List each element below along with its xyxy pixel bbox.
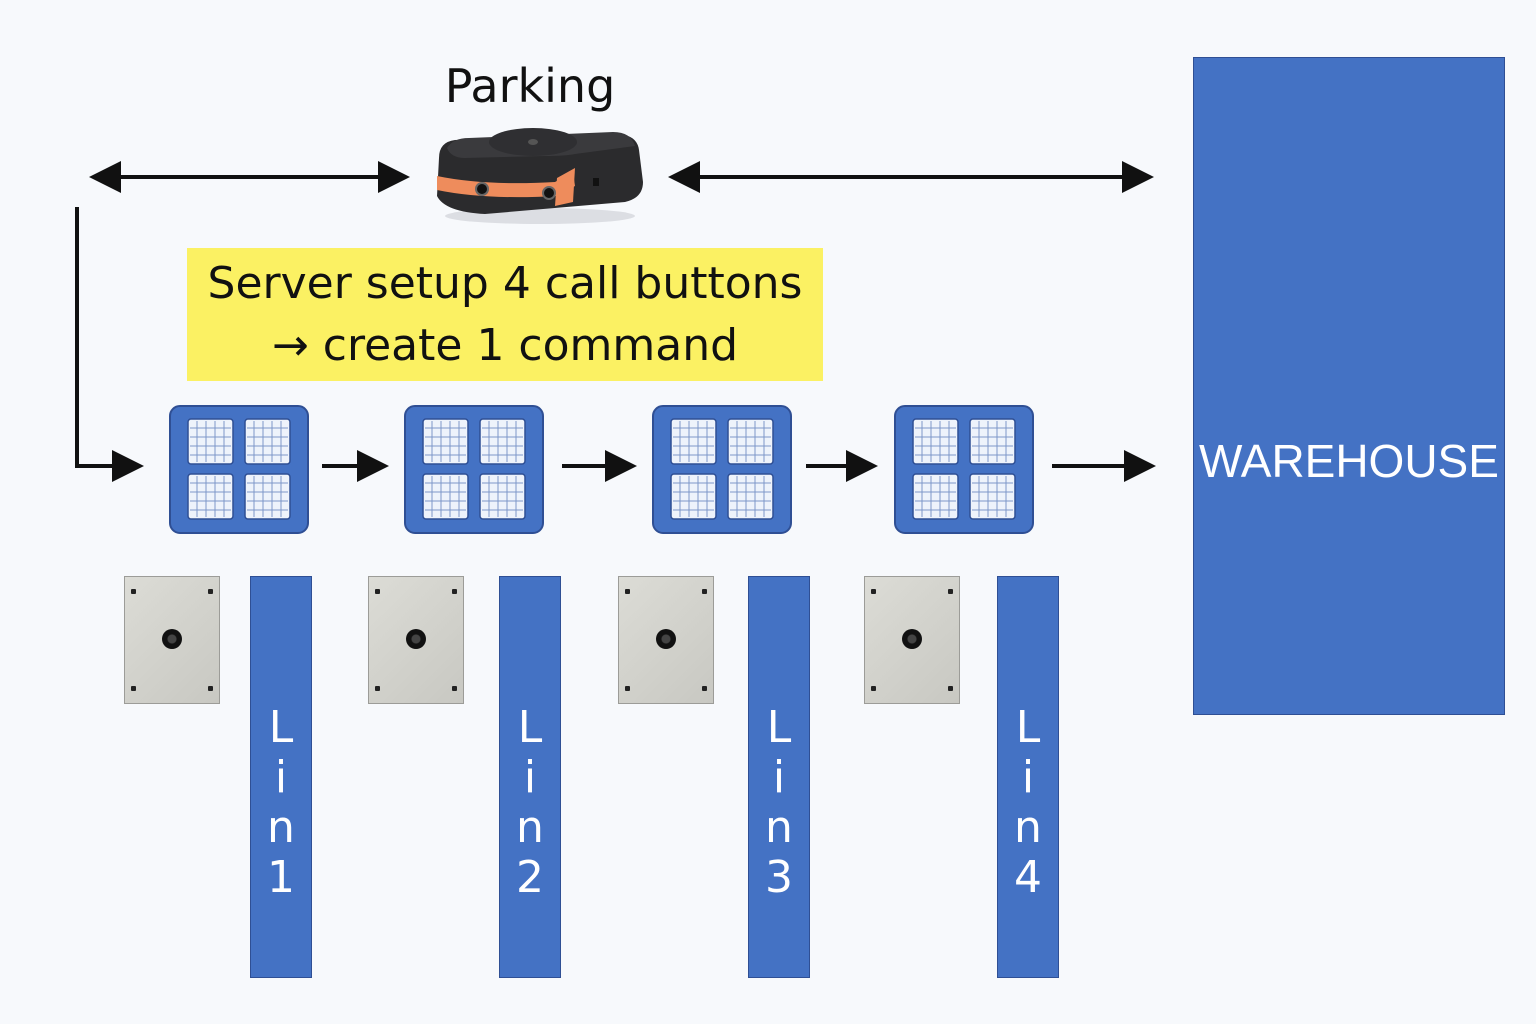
line-1-char: i [274,752,288,803]
call-button-4[interactable] [864,576,960,704]
robot-icon [437,128,643,224]
parking-label: Parking [444,59,616,113]
line-2-char: L [517,702,543,753]
line-1-char: L [268,702,294,753]
line-2-char: 2 [516,852,544,903]
call-button-1[interactable] [124,576,220,704]
line-4: L i n 4 [997,576,1059,978]
line-2-char: i [523,752,537,803]
call-button-1-push-icon[interactable] [162,629,182,649]
call-button-3-push-icon[interactable] [656,629,676,649]
call-button-3[interactable] [618,576,714,704]
call-button-2-push-icon[interactable] [406,629,426,649]
line-3-char: i [772,752,786,803]
call-button-2[interactable] [368,576,464,704]
station-icon-3 [652,405,792,534]
line-2-label: L i n 2 [500,703,560,903]
station-icon-4 [894,405,1034,534]
line-1-char: n [267,802,295,853]
line-4-char: L [1015,702,1041,753]
line-4-char: 4 [1014,852,1042,903]
line-1: L i n 1 [250,576,312,978]
note-line-1: Server setup 4 call buttons [207,257,803,309]
note-line-2: → create 1 command [271,319,739,371]
line-2-char: n [516,802,544,853]
warehouse-label: WAREHOUSE [1199,435,1499,487]
line-3: L i n 3 [748,576,810,978]
line-3-label: L i n 3 [749,703,809,903]
line-2: L i n 2 [499,576,561,978]
line-4-label: L i n 4 [998,703,1058,903]
note-box: Server setup 4 call buttons → create 1 c… [187,248,823,381]
line-3-char: 3 [765,852,793,903]
line-4-char: n [1014,802,1042,853]
call-button-4-push-icon[interactable] [902,629,922,649]
line-4-char: i [1021,752,1035,803]
station-icon-2 [404,405,544,534]
line-3-char: n [765,802,793,853]
arrow-return-to-station-1 [75,207,144,482]
line-3-char: L [766,702,792,753]
warehouse-block: WAREHOUSE [1193,57,1505,715]
station-icon-1 [169,405,309,534]
line-1-char: 1 [267,852,295,903]
line-1-label: L i n 1 [251,703,311,903]
